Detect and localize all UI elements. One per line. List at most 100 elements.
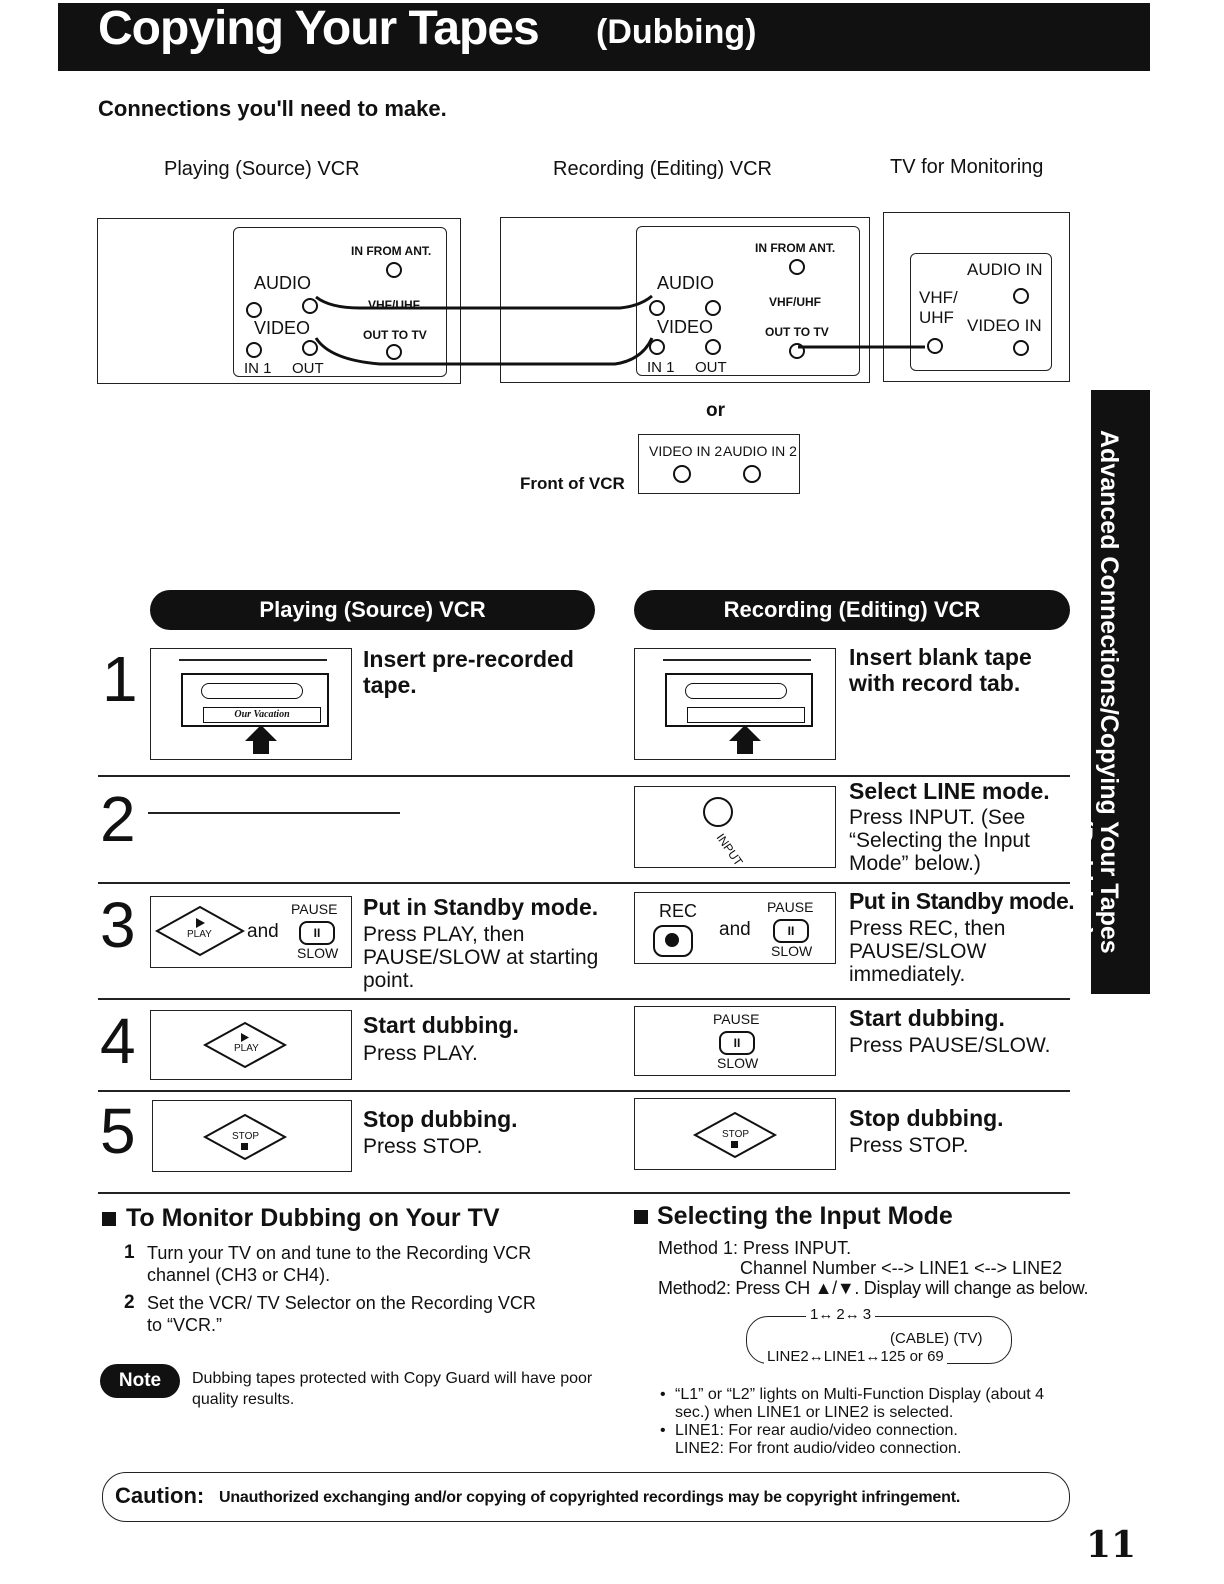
- note-text: Dubbing tapes protected with Copy Guard …: [192, 1370, 593, 1408]
- in1-label: IN 1: [244, 360, 272, 377]
- out-label: OUT: [695, 359, 727, 376]
- and-label: and: [719, 919, 751, 940]
- out-to-tv-label: OUT TO TV: [363, 328, 427, 342]
- rec-label: REC: [659, 901, 698, 921]
- pause-label: PAUSE: [713, 1011, 760, 1027]
- recording-vcr-diagram: IN FROM ANT. AUDIO VHF/UHF VIDEO OUT TO …: [500, 217, 870, 383]
- video-cable: [314, 337, 654, 366]
- video-in-jack: [246, 342, 262, 358]
- recording-vcr-pill: Recording (Editing) VCR: [634, 590, 1070, 630]
- caution-label: Caution:: [115, 1483, 205, 1508]
- stop-illustration: STOP: [634, 1098, 836, 1170]
- insert-tape-illustration: Our Vacation: [150, 648, 352, 760]
- cassette-icon: [665, 673, 813, 727]
- in1-label: IN 1: [647, 359, 675, 376]
- audio-label: AUDIO: [657, 273, 715, 293]
- step3-right-title: Put in Standby mode.: [849, 888, 1075, 914]
- play-button-icon: [202, 1021, 288, 1069]
- play-button-icon: [154, 905, 246, 957]
- vhf-uhf-label: VHF/UHF: [769, 295, 821, 309]
- source-vcr-pill: Playing (Source) VCR: [150, 590, 595, 630]
- cycle-mid-label: (CABLE) (TV): [890, 1330, 983, 1347]
- rf-out-jack: [386, 344, 402, 360]
- page-subtitle: (Dubbing): [596, 13, 757, 51]
- slow-label: SLOW: [297, 945, 339, 961]
- stop-button-icon: [692, 1111, 778, 1159]
- step3-left-title: Put in Standby mode.: [363, 894, 599, 920]
- caution-box: Caution: Unauthorized exchanging and/or …: [102, 1472, 1070, 1522]
- tape-label: Our Vacation: [203, 707, 321, 723]
- pause-button-icon: II: [719, 1031, 755, 1055]
- divider: [98, 1192, 1070, 1194]
- audio-cable: [315, 294, 653, 310]
- pause-button-icon: II: [299, 921, 335, 945]
- pause-illustration: PAUSE II SLOW: [634, 1006, 836, 1076]
- tv-video-in-jack: [1013, 340, 1029, 356]
- step5-left-title: Stop dubbing.: [363, 1106, 518, 1132]
- method1-detail: Channel Number <--> LINE1 <--> LINE2: [740, 1258, 1063, 1278]
- step-number: 4: [100, 1005, 136, 1077]
- page-title: Copying Your Tapes: [98, 2, 540, 55]
- pause-label: PAUSE: [767, 899, 814, 915]
- slow-label: SLOW: [771, 943, 813, 959]
- divider: [98, 882, 1070, 884]
- line2-text: LINE2: For front audio/video connection.: [675, 1440, 962, 1457]
- video-in-jack: [649, 339, 665, 355]
- source-vcr-back-panel: IN FROM ANT. AUDIO VHF/UHF VIDEO OUT TO …: [233, 227, 447, 377]
- tv-antenna-jack: [927, 338, 943, 354]
- tv-back-panel: AUDIO IN VHF/ UHF VIDEO IN: [910, 253, 1052, 371]
- monitor-step-text: Turn your TV on and tune to the Recordin…: [147, 1243, 532, 1285]
- side-tab-line2: (Dubbing): [1069, 818, 1097, 936]
- out-label: OUT: [292, 360, 324, 377]
- input-mode-bullet: LINE1: For rear audio/video connection.: [675, 1422, 958, 1439]
- play-illustration: PLAY: [150, 1010, 352, 1080]
- cycle-top-label: 1↔ 2↔ 3: [806, 1306, 876, 1323]
- tv-vhf-label: VHF/: [919, 288, 958, 307]
- step5-right-desc: Press STOP.: [849, 1134, 969, 1157]
- monitor-heading: To Monitor Dubbing on Your TV: [126, 1204, 500, 1232]
- divider: [98, 998, 1070, 1000]
- tv-video-in-label: VIDEO IN: [967, 316, 1042, 335]
- side-tab: [1091, 390, 1150, 994]
- step3-left-desc: Press PLAY, then PAUSE/SLOW at starting …: [363, 923, 599, 992]
- method2-text: Method2: Press CH ▲/▼. Display will chan…: [658, 1278, 1089, 1298]
- rec-button-icon: [653, 925, 693, 957]
- vcr-slot-line: [179, 659, 327, 661]
- step1-left-title: Insert pre-recorded tape.: [363, 646, 574, 698]
- input-button-illustration: INPUT: [634, 786, 836, 869]
- video-out-jack: [302, 340, 318, 356]
- audio-label: AUDIO: [254, 273, 312, 293]
- front-of-vcr-label: Front of VCR: [520, 474, 625, 493]
- tv-diagram: AUDIO IN VHF/ UHF VIDEO IN: [883, 212, 1070, 382]
- step4-left-desc: Press PLAY.: [363, 1042, 478, 1065]
- step-number: 2: [100, 783, 136, 855]
- title-bar: [58, 3, 1150, 71]
- connection-cables: [314, 294, 925, 366]
- step4-left-title: Start dubbing.: [363, 1012, 519, 1038]
- video-in2-label: VIDEO IN 2: [649, 443, 723, 459]
- play-label: PLAY: [234, 1043, 259, 1054]
- stop-label: STOP: [232, 1131, 260, 1142]
- note-badge: Note: [100, 1364, 180, 1398]
- monitor-step-num: 2: [124, 1292, 135, 1313]
- side-tab-line1: Advanced Connections/Copying Your Tapes: [1095, 430, 1123, 954]
- input-button-label: INPUT: [713, 831, 746, 869]
- pause-button-icon: II: [773, 919, 809, 943]
- in-from-ant-label: IN FROM ANT.: [351, 244, 432, 258]
- stop-label: STOP: [722, 1129, 750, 1140]
- audio-in-jack: [649, 300, 665, 316]
- step4-right-desc: Press PAUSE/SLOW.: [849, 1034, 1051, 1057]
- input-mode-heading: Selecting the Input Mode: [657, 1202, 953, 1230]
- step5-right-title: Stop dubbing.: [849, 1105, 1004, 1131]
- caution-text: Unauthorized exchanging and/or copying o…: [219, 1489, 961, 1506]
- audio-in-jack: [246, 302, 262, 318]
- monitor-step-num: 1: [124, 1242, 135, 1263]
- play-label: PLAY: [187, 929, 212, 940]
- ant-in-jack: [386, 262, 402, 278]
- step2-right-title: Select LINE mode.: [849, 778, 1050, 804]
- ant-in-jack: [789, 259, 805, 275]
- divider: [98, 1090, 1070, 1092]
- method1-text: Method 1: Press INPUT.: [658, 1238, 852, 1258]
- no-action-line: [148, 812, 400, 814]
- insert-arrow-icon: [245, 725, 277, 741]
